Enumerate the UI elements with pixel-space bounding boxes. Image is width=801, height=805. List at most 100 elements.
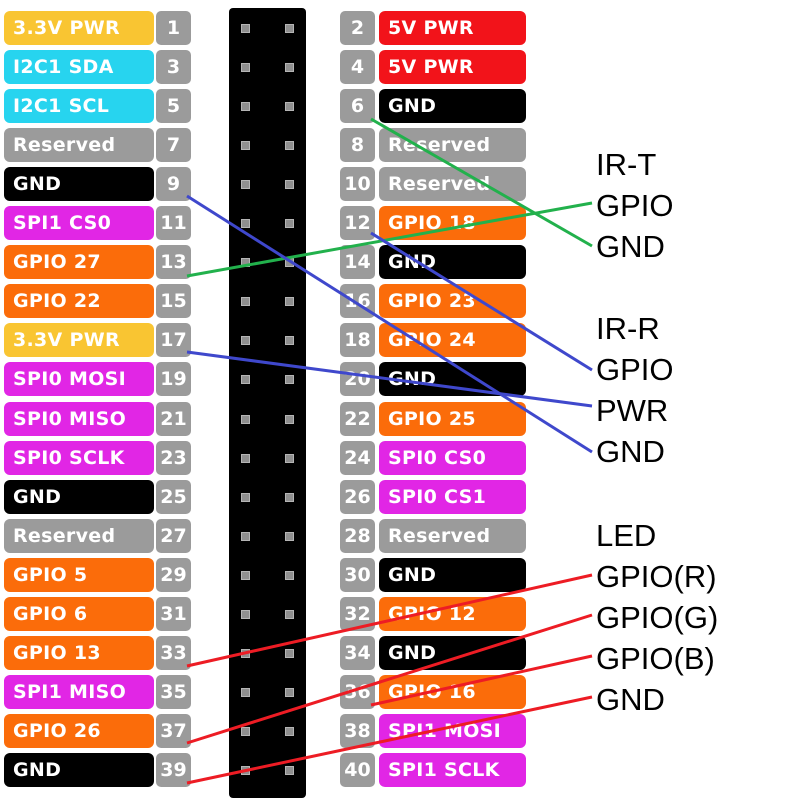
pin-label-19: SPI0 MOSI [4, 362, 154, 396]
pin-number-18: 18 [340, 323, 375, 357]
pin-label-32: GPIO 12 [379, 597, 526, 631]
header-pin-32 [285, 610, 294, 619]
pin-label-13: GPIO 27 [4, 245, 154, 279]
header-pin-24 [285, 454, 294, 463]
ir-t-gnd-label: GND [596, 229, 665, 264]
pin-number-16: 16 [340, 284, 375, 318]
pin-number-8: 8 [340, 128, 375, 162]
pin-number-10: 10 [340, 167, 375, 201]
header-pin-10 [285, 180, 294, 189]
pin-number-6: 6 [340, 89, 375, 123]
header-pin-8 [285, 141, 294, 150]
pin-label-17: 3.3V PWR [4, 323, 154, 357]
header-pin-33 [241, 649, 250, 658]
pin-number-36: 36 [340, 675, 375, 709]
pin-number-23: 23 [156, 441, 191, 475]
led-gpio-r-label: GPIO(R) [596, 559, 717, 594]
pin-number-40: 40 [340, 753, 375, 787]
pin-number-27: 27 [156, 519, 191, 553]
pin-label-3: I2C1 SDA [4, 50, 154, 84]
pin-label-16: GPIO 23 [379, 284, 526, 318]
pin-label-10: Reserved [379, 167, 526, 201]
pin-label-31: GPIO 6 [4, 597, 154, 631]
pin-label-12: GPIO 18 [379, 206, 526, 240]
pin-label-22: GPIO 25 [379, 402, 526, 436]
pin-number-12: 12 [340, 206, 375, 240]
pin-number-3: 3 [156, 50, 191, 84]
header-pin-14 [285, 258, 294, 267]
pin-label-34: GND [379, 636, 526, 670]
header-pin-17 [241, 336, 250, 345]
pin-number-37: 37 [156, 714, 191, 748]
led-gpio-b-label: GPIO(B) [596, 641, 715, 676]
pin-number-28: 28 [340, 519, 375, 553]
ir-r-gpio-label: GPIO [596, 352, 674, 387]
header-pin-36 [285, 688, 294, 697]
led-gnd-label: GND [596, 682, 665, 717]
pin-label-11: SPI1 CS0 [4, 206, 154, 240]
ir-t-title: IR-T [596, 147, 657, 182]
led-title: LED [596, 518, 657, 553]
pin-number-26: 26 [340, 480, 375, 514]
ir-r-gnd-label: GND [596, 434, 665, 469]
pin-label-1: 3.3V PWR [4, 11, 154, 45]
header-pin-11 [241, 219, 250, 228]
pin-label-4: 5V PWR [379, 50, 526, 84]
header-pin-27 [241, 532, 250, 541]
header-pin-29 [241, 571, 250, 580]
pin-label-23: SPI0 SCLK [4, 441, 154, 475]
pin-label-40: SPI1 SCLK [379, 753, 526, 787]
pin-number-30: 30 [340, 558, 375, 592]
header-pin-34 [285, 649, 294, 658]
pin-number-38: 38 [340, 714, 375, 748]
pin-label-33: GPIO 13 [4, 636, 154, 670]
header-pin-28 [285, 532, 294, 541]
pin-number-24: 24 [340, 441, 375, 475]
pin-number-22: 22 [340, 402, 375, 436]
pin-number-33: 33 [156, 636, 191, 670]
ir-r-pwr-label: PWR [596, 393, 669, 428]
pin-label-6: GND [379, 89, 526, 123]
pin-number-19: 19 [156, 362, 191, 396]
pin-label-24: SPI0 CS0 [379, 441, 526, 475]
header-pin-9 [241, 180, 250, 189]
pin-label-38: SPI1 MOSI [379, 714, 526, 748]
pin-label-21: SPI0 MISO [4, 402, 154, 436]
header-pin-22 [285, 415, 294, 424]
header-pin-2 [285, 24, 294, 33]
pin-number-5: 5 [156, 89, 191, 123]
header-pin-20 [285, 375, 294, 384]
header-pin-31 [241, 610, 250, 619]
pin-label-7: Reserved [4, 128, 154, 162]
header-pin-3 [241, 63, 250, 72]
pin-number-29: 29 [156, 558, 191, 592]
pin-number-20: 20 [340, 362, 375, 396]
header-pin-5 [241, 102, 250, 111]
pin-label-9: GND [4, 167, 154, 201]
header-pin-35 [241, 688, 250, 697]
pin-label-37: GPIO 26 [4, 714, 154, 748]
header-pin-19 [241, 375, 250, 384]
header-pin-16 [285, 297, 294, 306]
header-pin-37 [241, 727, 250, 736]
pin-number-1: 1 [156, 11, 191, 45]
pin-label-29: GPIO 5 [4, 558, 154, 592]
pin-label-30: GND [379, 558, 526, 592]
header-pin-40 [285, 766, 294, 775]
pin-label-5: I2C1 SCL [4, 89, 154, 123]
pin-number-2: 2 [340, 11, 375, 45]
pin-number-4: 4 [340, 50, 375, 84]
header-pin-12 [285, 219, 294, 228]
pin-number-11: 11 [156, 206, 191, 240]
header-pin-7 [241, 141, 250, 150]
header-pin-25 [241, 493, 250, 502]
led-gpio-g-label: GPIO(G) [596, 600, 719, 635]
pin-number-39: 39 [156, 753, 191, 787]
pin-number-15: 15 [156, 284, 191, 318]
pin-label-8: Reserved [379, 128, 526, 162]
pin-label-14: GND [379, 245, 526, 279]
header-pin-26 [285, 493, 294, 502]
pin-label-20: GND [379, 362, 526, 396]
pin-number-35: 35 [156, 675, 191, 709]
pin-label-28: Reserved [379, 519, 526, 553]
